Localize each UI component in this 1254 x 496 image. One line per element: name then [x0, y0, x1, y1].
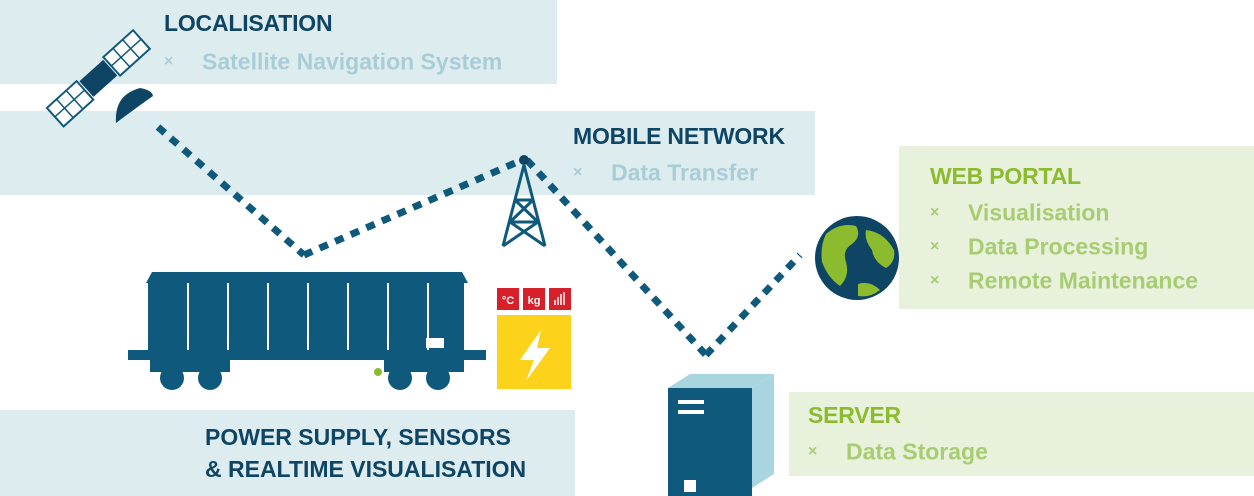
- mobile-network-title: MOBILE NETWORK: [573, 123, 785, 149]
- sensor-icons: °C kg: [497, 288, 571, 310]
- temperature-icon: [497, 288, 519, 310]
- server-tower-icon: [668, 374, 774, 496]
- temperature-label: °C: [502, 295, 514, 307]
- bullet-x-icon: ×: [930, 271, 940, 289]
- web-portal-title: WEB PORTAL: [930, 163, 1081, 189]
- server-band: [789, 392, 1254, 476]
- signal-bars-icon: [549, 288, 571, 310]
- web-portal-band: [899, 146, 1254, 309]
- power-supply-line-1: POWER SUPPLY, SENSORS: [205, 424, 511, 450]
- bullet-x-icon: ×: [573, 163, 583, 181]
- power-supply-band: [0, 410, 575, 496]
- localisation-item: ×Satellite Navigation System: [164, 48, 503, 75]
- weight-label: kg: [528, 295, 541, 307]
- satellite-icon: [45, 28, 153, 128]
- web-portal-item: ×Visualisation: [930, 199, 1110, 226]
- server-title: SERVER: [808, 402, 901, 428]
- antenna-tower-icon: [501, 155, 547, 248]
- bullet-x-icon: ×: [930, 237, 940, 255]
- mobile-network-item: ×Data Transfer: [573, 159, 759, 186]
- bullet-x-icon: ×: [808, 442, 818, 460]
- bullet-x-icon: ×: [164, 52, 174, 70]
- power-supply-line-2: & REALTIME VISUALISATION: [205, 456, 527, 482]
- localisation-title: LOCALISATION: [164, 10, 333, 36]
- power-lightning-icon: [497, 315, 571, 389]
- web-portal-item: ×Data Processing: [930, 233, 1149, 260]
- weight-icon: [523, 288, 545, 310]
- bullet-x-icon: ×: [930, 203, 940, 221]
- web-portal-item: ×Remote Maintenance: [930, 267, 1199, 294]
- mobile-network-band: [0, 111, 815, 195]
- freight-wagon-icon: [128, 272, 486, 390]
- server-item: ×Data Storage: [808, 438, 988, 465]
- connection-lines: [155, 124, 803, 358]
- globe-icon: [815, 216, 899, 300]
